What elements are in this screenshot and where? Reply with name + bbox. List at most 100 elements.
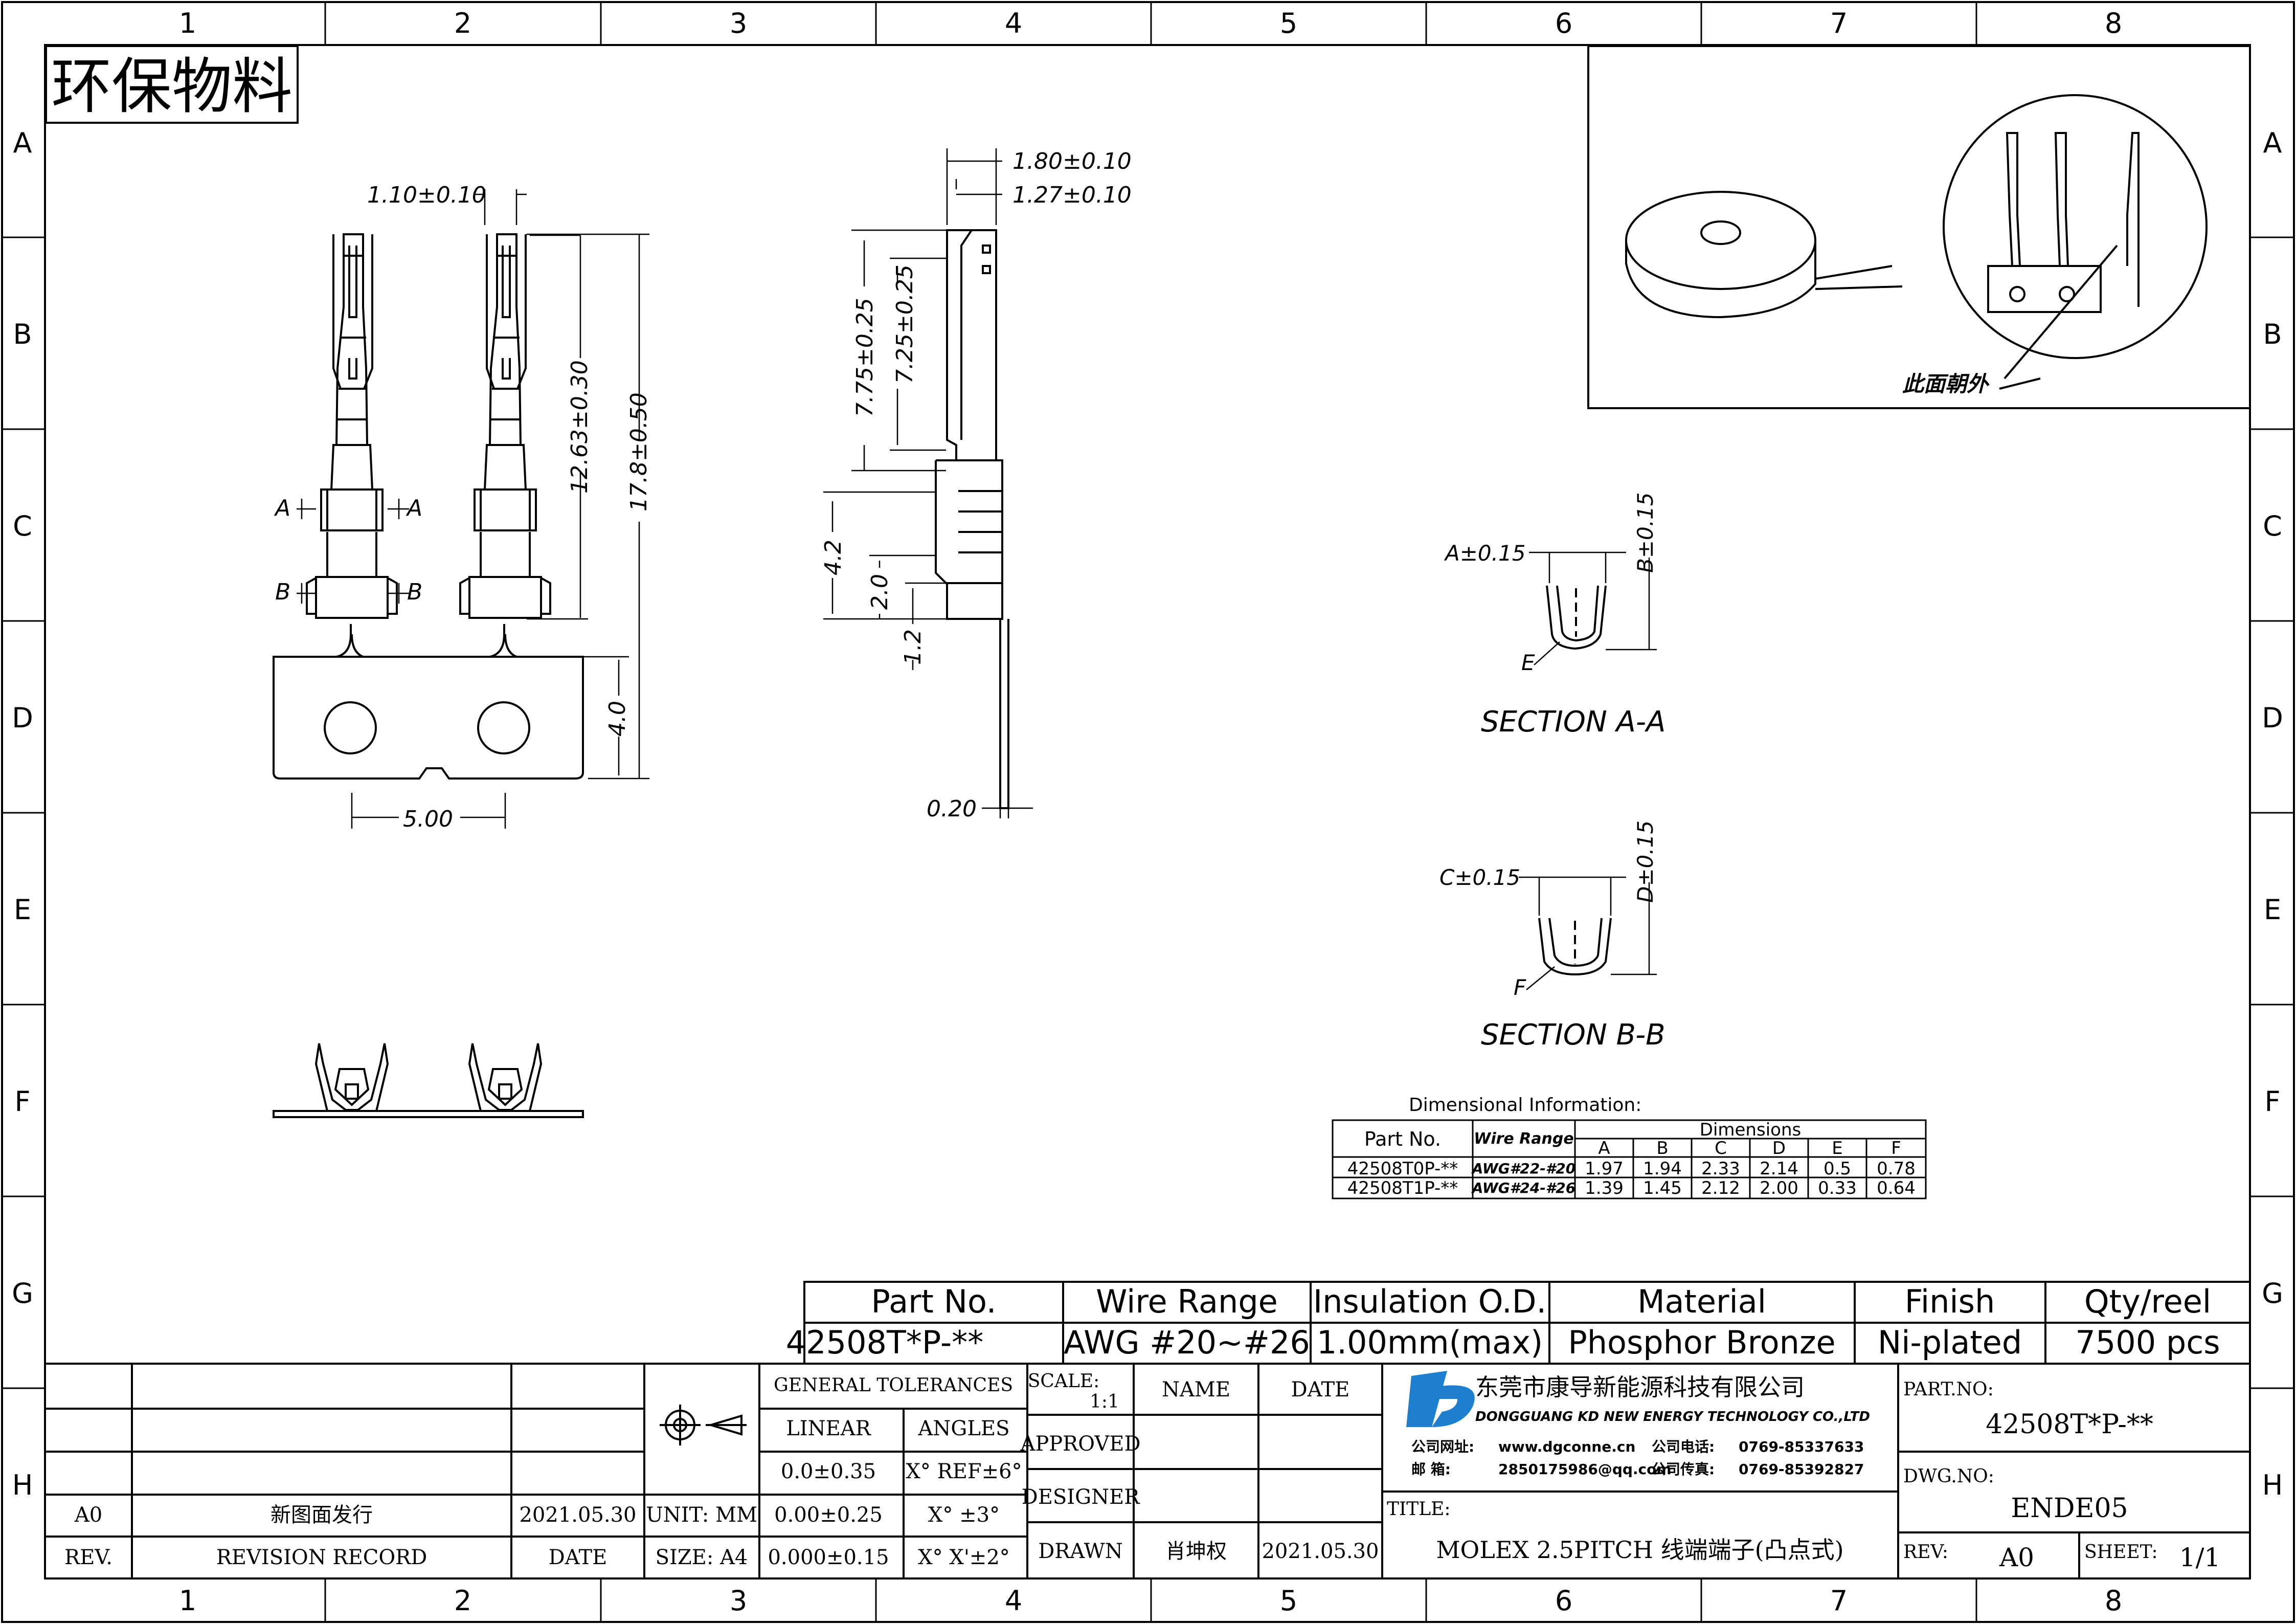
spec-value: 42508T*P-** [786, 1324, 984, 1361]
section-aa-dims: A±0.15 B±0.15 E [1444, 492, 1658, 675]
dim-table-cell: 42508T0P-** [1347, 1159, 1458, 1179]
col-label: 6 [1555, 7, 1572, 39]
section-aa-title: SECTION A-A [1481, 705, 1665, 739]
dim-table-cell: 0.5 [1824, 1159, 1851, 1179]
company-contacts: 公司网址: www.dgconne.cn 公司电话: 0769-85337633… [1411, 1438, 1864, 1478]
spec-header: Insulation O.D. [1313, 1283, 1546, 1320]
row-label: C [2263, 510, 2282, 542]
front-view-dimension-lines [297, 189, 649, 829]
terminal-bottom-view [273, 1043, 584, 1118]
dim-4-0: 4.0 [604, 701, 631, 737]
spec-header: Part No. [871, 1283, 996, 1320]
label-f: F [1514, 975, 1526, 1000]
dim-table-cell: 2.33 [1701, 1159, 1740, 1179]
col-label: 4 [1005, 1585, 1022, 1617]
row-label: A [2263, 127, 2282, 159]
logo-mark-right [1432, 1385, 1475, 1427]
side-view-dimension-lines [823, 148, 1033, 818]
col-label: 2 [454, 1585, 471, 1617]
terminal-front-view [273, 233, 584, 780]
rev-date-header: DATE [549, 1546, 607, 1569]
row-label: C [13, 510, 32, 542]
dim-7-25: 7.25±0.25 [892, 264, 918, 384]
section-bb-dim-lines [1519, 876, 1657, 990]
section-mark-a-right: A [406, 495, 422, 521]
dim-12-63: 12.63±0.30 [567, 360, 593, 494]
spec-value: 1.00mm(max) [1317, 1324, 1543, 1361]
row-label: E [14, 894, 31, 926]
scale-label: SCALE: [1028, 1371, 1100, 1392]
label-e: E [1521, 650, 1535, 675]
designer-label: DESIGNER [1022, 1485, 1141, 1509]
row-label: E [2264, 894, 2281, 926]
col-label: 3 [730, 7, 747, 39]
col-label: 3 [730, 1585, 747, 1617]
title-block-labels: TITLE: PART.NO: DWG.NO: REV: SHEET: [1387, 1379, 2157, 1563]
row-label: D [12, 702, 33, 734]
dim-a: A±0.15 [1444, 541, 1525, 566]
col-label: 5 [1280, 1585, 1297, 1617]
logo-mark-left [1406, 1371, 1447, 1427]
tol-linear: 0.000±0.15 [768, 1546, 889, 1569]
col-label: 6 [1555, 1585, 1572, 1617]
approved-label: APPROVED [1020, 1432, 1140, 1456]
row-label: B [13, 318, 32, 350]
dim-17-8: 17.8±0.50 [626, 392, 652, 511]
company-name-cn: 东莞市康导新能源科技有限公司 [1475, 1373, 1805, 1401]
col-label: 1 [179, 1585, 196, 1617]
inset-note: 此面朝外 [1902, 371, 1990, 396]
dim-1-80: 1.80±0.10 [1012, 148, 1132, 174]
dim-d: D±0.15 [1633, 820, 1658, 903]
mail-label: 邮 箱: [1411, 1461, 1451, 1478]
dim-c: C±0.15 [1439, 865, 1520, 890]
dim-table-cell: 42508T1P-** [1347, 1178, 1458, 1198]
dim-table-text: Part No. Wire Range Dimensions A B C D E… [1347, 1120, 1916, 1198]
section-mark-b-left: B [275, 579, 290, 605]
title-block-text: A0 新图面发行 2021.05.30 REV. REVISION RECORD… [64, 1371, 2220, 1572]
mail-value: 2850175986@qq.com [1498, 1461, 1672, 1478]
tol-angle: X° ±3° [928, 1503, 1000, 1527]
col-label: 8 [2105, 1585, 2122, 1617]
dim-table-cell: 0.33 [1818, 1178, 1857, 1198]
row-label: G [12, 1277, 33, 1309]
section-bb-dims: C±0.15 D±0.15 F [1439, 820, 1658, 1000]
dim-table-cell: 2.12 [1701, 1178, 1740, 1198]
dim-table-cell: 0.78 [1877, 1159, 1916, 1179]
sheet-label: SHEET: [2084, 1542, 2157, 1563]
row-label: D [2262, 702, 2283, 734]
dim-table-part-no-header: Part No. [1364, 1128, 1441, 1150]
spec-value: AWG #20~#26 [1064, 1324, 1310, 1361]
part-no-label: PART.NO: [1903, 1379, 1994, 1400]
spec-value: Ni-plated [1878, 1324, 2022, 1361]
dim-4-2: 4.2 [820, 540, 846, 575]
dim-table-wire-header: Wire Range [1474, 1130, 1573, 1148]
drawing-title: MOLEX 2.5PITCH 线端端子(凸点式) [1436, 1536, 1843, 1564]
company-logo [1406, 1371, 1475, 1427]
dim-table-caption: Dimensional Information: [1409, 1095, 1641, 1116]
projection-symbol [660, 1405, 747, 1445]
spec-header: Wire Range [1096, 1283, 1278, 1320]
dim-table-letter: D [1772, 1138, 1786, 1159]
drawn-name: 肖坤权 [1165, 1540, 1227, 1563]
tel-value: 0769-85337633 [1739, 1438, 1864, 1455]
web-label: 公司网址: [1411, 1438, 1474, 1455]
row-label: H [2262, 1469, 2283, 1501]
spec-table-text: Part No. Wire Range Insulation O.D. Mate… [786, 1283, 2220, 1361]
dwg-no-label: DWG.NO: [1903, 1466, 1994, 1487]
scale-value: 1:1 [1090, 1391, 1119, 1412]
row-label: B [2263, 318, 2282, 350]
dim-table-cell: 2.14 [1760, 1159, 1798, 1179]
front-view-dims: 1.10±0.10 5.00 12.63±0.30 17.8±0.50 4.0 … [274, 182, 652, 832]
section-bb-title: SECTION B-B [1481, 1018, 1665, 1052]
eco-badge: 环保物料 [51, 51, 292, 122]
col-label: 5 [1280, 7, 1297, 39]
date-header: DATE [1291, 1378, 1350, 1401]
drawing-number: ENDE05 [2011, 1493, 2128, 1524]
dim-table-cell: 1.45 [1643, 1178, 1682, 1198]
reel-inset-box [1587, 45, 2251, 409]
rev-label: REV: [1903, 1542, 1948, 1563]
row-label: G [2262, 1277, 2283, 1309]
section-mark-a-left: A [274, 495, 290, 521]
title-label: TITLE: [1387, 1499, 1451, 1520]
drawn-date: 2021.05.30 [1262, 1540, 1379, 1563]
